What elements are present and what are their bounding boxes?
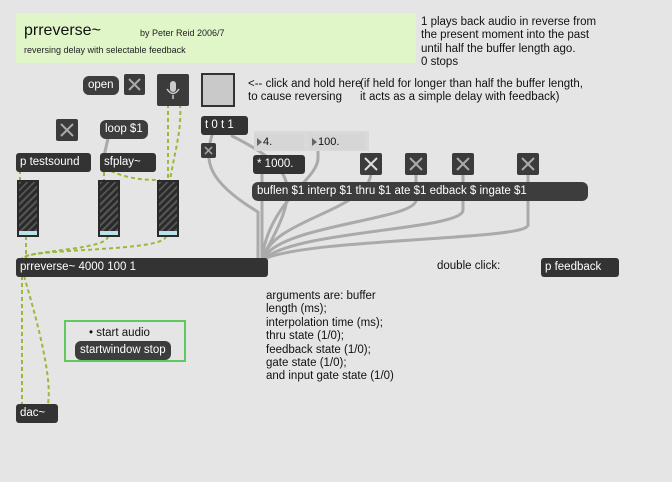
playback-info-comment: 1 plays back audio in reverse from the p…: [421, 16, 597, 69]
number-box-interp[interactable]: 100.: [309, 134, 365, 150]
multiply-object[interactable]: * 1000.: [253, 155, 305, 174]
gain-slider-3[interactable]: [157, 180, 179, 237]
header-panel: [16, 13, 416, 63]
gain-slider-1[interactable]: [17, 180, 39, 237]
testsound-object[interactable]: p testsound: [16, 153, 91, 172]
start-audio-panel: [64, 320, 186, 362]
gain-slider-2[interactable]: [98, 180, 120, 237]
feedback-subpatch[interactable]: p feedback: [541, 258, 619, 277]
ingate-toggle[interactable]: [517, 153, 539, 175]
reverse-button-face: [203, 75, 233, 105]
parameter-messages[interactable]: buflen $1 interp $1 thru $1 ate $1 edbac…: [252, 182, 588, 201]
sfplay-object[interactable]: sfplay~: [100, 153, 156, 172]
arguments-comment: arguments are: buffer length (ms); inter…: [266, 290, 394, 383]
trigger-object[interactable]: t 0 t 1: [201, 116, 248, 135]
start-audio-label: • start audio: [89, 327, 150, 339]
double-click-comment: double click:: [437, 260, 501, 272]
number-box-buflen[interactable]: 4.: [254, 134, 304, 150]
startwindow-stop-message[interactable]: startwindow stop: [75, 341, 171, 360]
gate-toggle[interactable]: [405, 153, 427, 175]
trigger-toggle[interactable]: [201, 143, 216, 158]
click-hint-comment: <-- click and hold here to cause reversi…: [248, 78, 362, 104]
toggle-x-icon: [204, 146, 213, 155]
open-message[interactable]: open: [83, 76, 119, 95]
prreverse-object[interactable]: prreverse~ 4000 100 1: [16, 258, 268, 277]
toggle-x-icon: [456, 157, 470, 171]
page-title: prreverse~: [24, 22, 101, 39]
toggle-x-icon: [521, 157, 535, 171]
reverse-button[interactable]: [201, 73, 235, 107]
thru-toggle[interactable]: [360, 153, 382, 175]
subtitle-label: reversing delay with selectable feedback: [24, 45, 186, 55]
toggle-x-icon: [364, 157, 378, 171]
toggle-x-icon: [60, 123, 74, 137]
toggle-x-icon: [409, 157, 423, 171]
loop-message[interactable]: loop $1: [100, 120, 148, 139]
author-label: by Peter Reid 2006/7: [140, 28, 225, 38]
microphone-icon: [166, 81, 180, 99]
feedback-toggle[interactable]: [452, 153, 474, 175]
toggle-x-icon: [128, 78, 141, 91]
held-hint-comment: (if held for longer than half the buffer…: [360, 78, 583, 104]
mic-input-button[interactable]: [157, 74, 189, 106]
loop-toggle[interactable]: [56, 119, 78, 141]
dac-object[interactable]: dac~: [16, 404, 58, 423]
sfplay-toggle[interactable]: [124, 74, 145, 95]
